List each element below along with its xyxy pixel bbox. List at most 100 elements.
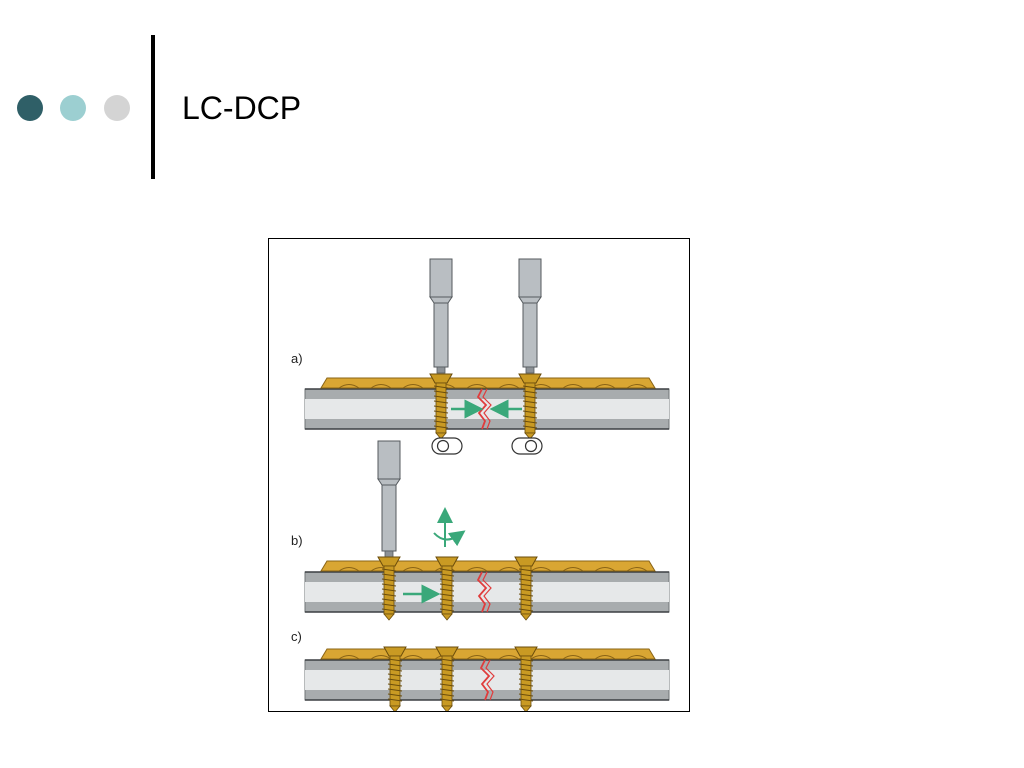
fracture-line	[476, 571, 488, 613]
screw-thread	[433, 420, 449, 424]
screw-thread	[518, 578, 534, 582]
screw-thread	[387, 678, 403, 682]
screw-thread	[439, 668, 455, 672]
screw-head	[518, 373, 542, 384]
screw-thread	[518, 688, 534, 692]
plate-undercut	[498, 567, 520, 572]
screw-thread	[518, 683, 534, 687]
plate-undercut	[626, 384, 648, 389]
screw-thread	[433, 405, 449, 409]
driver-handle	[518, 258, 542, 298]
screw-thread	[439, 568, 455, 572]
screw-thread	[387, 688, 403, 692]
bullet-dot-teal	[60, 95, 86, 121]
screw-thread	[522, 410, 538, 414]
screw-thread	[387, 673, 403, 677]
screw-thread	[518, 673, 534, 677]
plate-undercut	[530, 655, 552, 660]
plate-undercut	[498, 384, 520, 389]
plate-undercut	[370, 384, 392, 389]
screw-thread	[387, 683, 403, 687]
screw-head	[383, 646, 407, 657]
screw-tip	[441, 613, 453, 621]
plate-undercut	[594, 384, 616, 389]
screw-thread	[387, 668, 403, 672]
plate-undercut	[626, 655, 648, 660]
fracture-line	[482, 388, 492, 430]
plate-undercut	[594, 655, 616, 660]
screw-thread	[518, 608, 534, 612]
screw-thread	[381, 573, 397, 577]
screw-thread	[439, 658, 455, 662]
screw-thread	[522, 420, 538, 424]
screw-head	[377, 556, 401, 567]
slide-title: LC-DCP	[182, 90, 302, 126]
driver-tip	[436, 366, 446, 374]
screw-thread	[433, 425, 449, 429]
screw-thread	[381, 598, 397, 602]
plate	[320, 377, 656, 389]
plate-undercut	[562, 567, 584, 572]
screw-thread	[439, 688, 455, 692]
plate	[320, 648, 656, 660]
bullet-dot-dark	[17, 95, 43, 121]
panel-c	[304, 646, 670, 711]
bullet-dot-grey	[104, 95, 130, 121]
screw-thread	[439, 678, 455, 682]
panel-label-c: c)	[291, 629, 302, 644]
screw-tip	[524, 432, 536, 440]
driver-collar	[518, 296, 542, 304]
screw-thread	[522, 405, 538, 409]
driver-tip	[525, 366, 535, 374]
driver-shaft	[522, 302, 538, 368]
driver-collar	[377, 478, 401, 486]
driver-shaft	[381, 484, 397, 552]
plate-undercut	[466, 384, 488, 389]
screw-position-icon	[524, 439, 538, 453]
rotation-arrow	[433, 530, 466, 547]
screw-thread	[518, 658, 534, 662]
screw-thread	[381, 568, 397, 572]
screw-thread	[518, 668, 534, 672]
screw-thread	[387, 663, 403, 667]
screw-thread	[518, 573, 534, 577]
plate-undercut	[530, 567, 552, 572]
screw-tip	[441, 705, 453, 711]
screw-thread	[518, 588, 534, 592]
title-divider	[151, 35, 155, 179]
screw-thread	[518, 583, 534, 587]
driver-tip	[384, 550, 394, 558]
screw-thread	[439, 588, 455, 592]
plate	[320, 560, 656, 572]
plate-undercut	[402, 384, 424, 389]
lc-dcp-figure: a) b) c)	[268, 238, 690, 712]
screw-thread	[522, 415, 538, 419]
driver-handle	[377, 440, 401, 480]
screw-thread	[439, 673, 455, 677]
plate-undercut	[402, 655, 424, 660]
screw-thread	[518, 678, 534, 682]
screw-tip	[520, 705, 532, 711]
screw-thread	[522, 390, 538, 394]
screw-thread	[518, 663, 534, 667]
screw-thread	[381, 593, 397, 597]
screw-head	[429, 373, 453, 384]
plate-undercut	[626, 567, 648, 572]
plate-undercut	[402, 567, 424, 572]
panel-label-b: b)	[291, 533, 303, 548]
screw-thread	[387, 658, 403, 662]
driver-collar	[429, 296, 453, 304]
screw-thread	[387, 698, 403, 702]
screw-tip	[389, 705, 401, 711]
screw-thread	[433, 390, 449, 394]
screw-thread	[433, 395, 449, 399]
plate-undercut	[498, 655, 520, 660]
screw-thread	[518, 693, 534, 697]
screw-thread	[439, 693, 455, 697]
screw-tip	[520, 613, 532, 621]
screw-thread	[381, 578, 397, 582]
screw-thread	[518, 568, 534, 572]
screw-thread	[522, 385, 538, 389]
screw-thread	[387, 693, 403, 697]
screw-thread	[433, 385, 449, 389]
